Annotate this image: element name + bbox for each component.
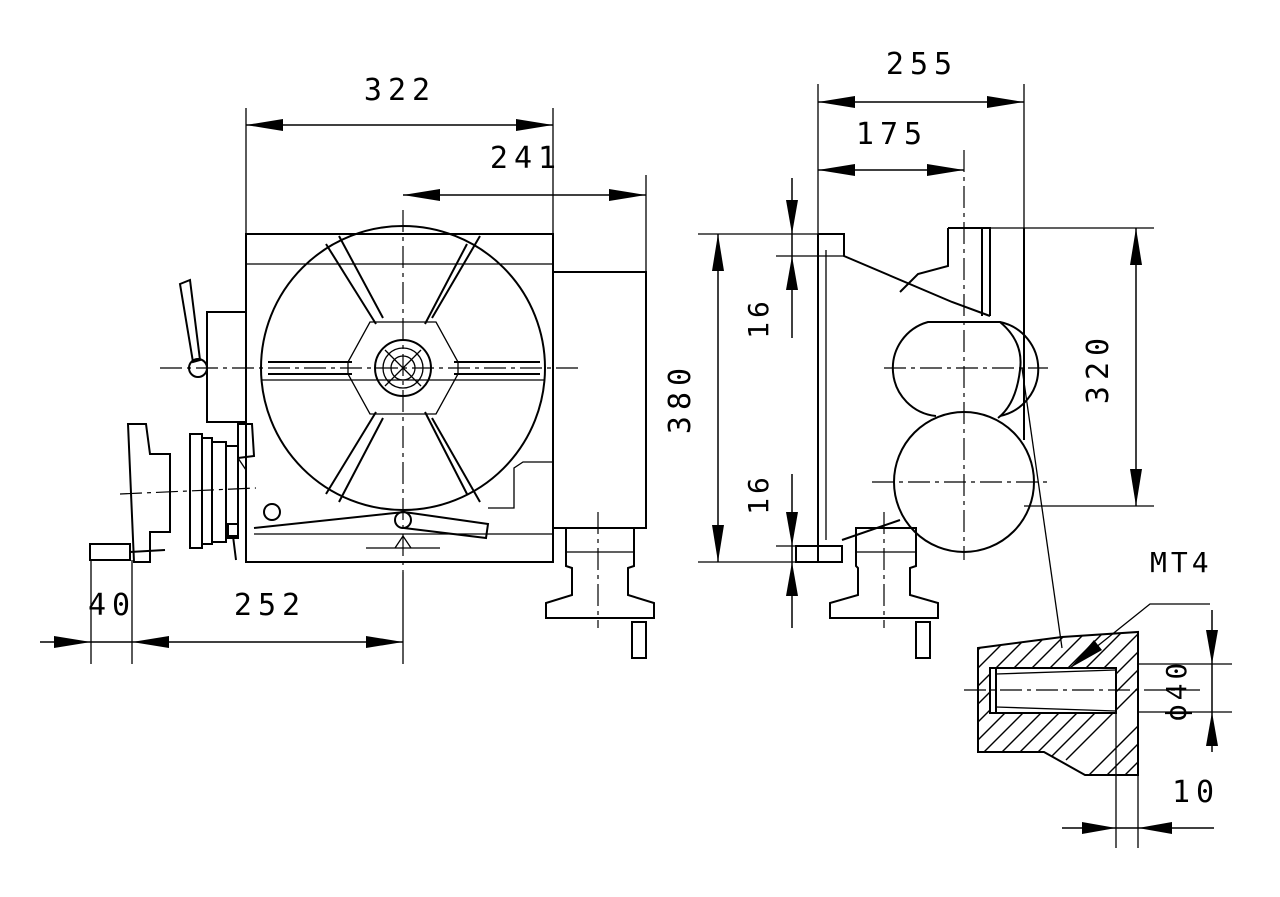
section-hatching — [978, 632, 1138, 775]
taper-line-bottom — [995, 706, 1117, 712]
worm-housing-right — [997, 321, 1022, 419]
side-view — [795, 150, 1154, 659]
label-mt4: MT4 — [1150, 546, 1213, 579]
dim-10: 10 — [1172, 775, 1220, 810]
front-base-foot — [545, 527, 655, 619]
dim-320: 320 — [1081, 332, 1116, 404]
side-base-stud — [915, 621, 931, 659]
dim-16-bottom: 16 — [742, 473, 775, 515]
dim-40: 40 — [88, 588, 136, 623]
front-view — [89, 210, 655, 659]
clamp-knob — [394, 511, 412, 529]
handwheel-assembly — [89, 423, 257, 563]
mt4-arrow — [1070, 640, 1102, 668]
side-base-foot — [829, 527, 939, 619]
upper-handle-knob — [188, 358, 208, 378]
index-pointer — [366, 534, 440, 549]
dim-241: 241 — [490, 141, 562, 176]
dim-255: 255 — [886, 47, 958, 82]
front-right-housing — [553, 271, 647, 529]
center-hub-outline — [347, 321, 459, 415]
dim-252: 252 — [234, 588, 306, 623]
dim-16-top: 16 — [742, 297, 775, 339]
dim-phi40: ϕ40 — [1160, 659, 1193, 722]
dim-175: 175 — [856, 117, 928, 152]
section-outline — [977, 630, 1139, 776]
section-leader — [1021, 367, 1063, 649]
side-dimensions: 255 175 16 16 320 — [698, 47, 1142, 628]
dim-322: 322 — [364, 73, 436, 108]
clamp-lever — [253, 510, 490, 540]
upper-handle — [178, 278, 202, 364]
t-slots — [268, 235, 540, 503]
front-left-bracket — [206, 311, 246, 423]
dim-380: 380 — [663, 362, 698, 434]
worm-housing — [891, 321, 1040, 417]
front-body — [245, 233, 554, 563]
front-base-stud — [631, 621, 647, 659]
side-upper-block — [899, 227, 991, 316]
front-dimensions: 322 241 40 252 380 — [40, 73, 698, 664]
small-hole — [263, 503, 281, 521]
taper-line-top — [995, 669, 1117, 675]
taper-section: MT4 ϕ40 10 — [964, 546, 1232, 848]
front-recess — [488, 461, 553, 509]
side-foot — [795, 519, 901, 563]
